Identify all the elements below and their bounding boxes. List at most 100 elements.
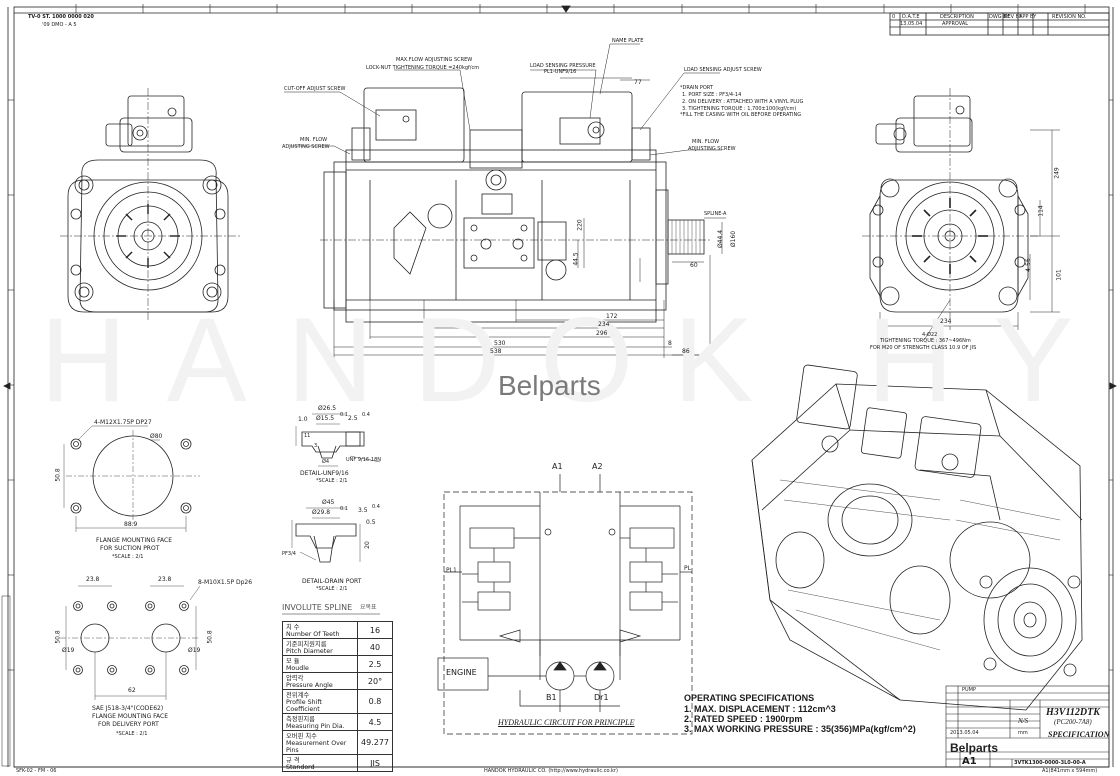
port-pl1: PL1 bbox=[446, 567, 457, 574]
spline-row-kr: 치 수 bbox=[286, 624, 300, 631]
tb-title: SPECIFICATION bbox=[1048, 730, 1110, 739]
tb-model: H3V112DTK bbox=[1046, 707, 1100, 718]
unf-title: DETAIL-UNF9/16 bbox=[300, 470, 349, 477]
rev-date: 13.05.04 bbox=[900, 21, 923, 27]
header-subcode: '09 DMO - A 5 bbox=[42, 22, 77, 28]
spline-row-en: Measurement Over Pins bbox=[286, 740, 347, 754]
pump-side-view bbox=[323, 87, 705, 323]
dim-4-56: 4-56 bbox=[1024, 258, 1032, 272]
tb-model-sub: (PC200-7A8) bbox=[1054, 718, 1092, 726]
drain-d3-5: 3.5 bbox=[358, 507, 368, 514]
footer-left: SFK-02 - FM - 06 bbox=[16, 768, 57, 774]
delivery-flange-diagram bbox=[60, 585, 201, 700]
unf-tol1: 0.1 bbox=[340, 412, 348, 418]
port-a2: A2 bbox=[592, 462, 603, 471]
drain-title: DETAIL-DRAIN PORT bbox=[302, 578, 362, 585]
unf-d15-5: Ø15.5 bbox=[316, 415, 335, 422]
spec-pressure: 3. MAX WORKING PRESSURE : 35(356)MPa(kgf… bbox=[684, 724, 916, 734]
drain-d45: Ø45 bbox=[322, 499, 335, 506]
suction-hole-spec: 4-M12X1.75P DP27 bbox=[94, 419, 152, 426]
tb-part-name: PUMP bbox=[962, 687, 977, 693]
suction-dia: Ø80 bbox=[150, 433, 163, 440]
spline-row-kr: 전위계수 bbox=[286, 692, 310, 699]
dim-296: 296 bbox=[596, 330, 608, 337]
spline-row-value: 4.5 bbox=[357, 713, 393, 731]
drain-note-3: 3. TIGHTENING TORQUE : 1,700±100(kgf/cm) bbox=[682, 106, 797, 112]
drain-pf: PF3/4 bbox=[282, 551, 296, 557]
detail-unf-diagram bbox=[295, 413, 381, 467]
spline-row-en: Pressure Angle bbox=[286, 682, 333, 689]
dim-220: 220 bbox=[576, 219, 584, 231]
unf-thread: UNF 9/16-18N bbox=[346, 457, 381, 463]
dim-234: 234 bbox=[598, 321, 610, 328]
unf-d2-5: 2.5 bbox=[348, 415, 358, 422]
suction-d50-8: 50.8 bbox=[54, 468, 62, 482]
drain-note-4: *FILL THE CASING WITH OIL BEFORE OPERATI… bbox=[680, 112, 802, 118]
pump-right-end-view bbox=[869, 95, 1029, 313]
detail-drain-diagram bbox=[291, 507, 361, 563]
max-flow-label: MAX.FLOW ADJUSTING SCREW bbox=[396, 57, 473, 63]
engine-label: ENGINE bbox=[446, 668, 477, 677]
dim-77: 77 bbox=[634, 79, 642, 86]
dim-114: 114 bbox=[1037, 205, 1045, 217]
dim-172: 172 bbox=[606, 313, 618, 320]
spline-row-kr: 기준피치원지름 bbox=[286, 641, 327, 648]
spline-row-kr: 규 격 bbox=[286, 757, 300, 764]
drain-note-1: 1. PORT SIZE : PF3/4-14 bbox=[682, 92, 742, 98]
rev-date-label: D.A.T.E bbox=[902, 14, 920, 20]
delivery-d19b: Ø19 bbox=[188, 647, 201, 654]
spline-row-kr: 모 듈 bbox=[286, 658, 300, 665]
spec-displacement: 1. MAX. DISPLACEMENT : 112cm^3 bbox=[684, 704, 836, 714]
spline-row-en: Pitch Diameter bbox=[286, 648, 333, 655]
header-code: TV-0 ST. 1000 0000 020 bbox=[28, 14, 94, 20]
dim-60: 60 bbox=[690, 262, 698, 269]
spline-row-value: 20° bbox=[357, 672, 393, 690]
tb-brand: Belparts bbox=[950, 741, 999, 755]
spline-row-kr: 오버핀 치수 bbox=[286, 733, 317, 740]
dim-101: 101 bbox=[1055, 269, 1063, 281]
tightening-label: TIGHTENING TORQUE : 367~496Nm bbox=[880, 338, 971, 344]
operating-specs-title: OPERATING SPECIFICATIONS bbox=[684, 693, 815, 703]
delivery-d50-8b: 50.8 bbox=[206, 630, 214, 644]
spline-title-kr: 요목표 bbox=[360, 604, 377, 611]
dim-44-5: 44.5 bbox=[572, 252, 580, 266]
dim-8: 8 bbox=[668, 340, 672, 347]
spline-row-value: JIS bbox=[357, 754, 393, 772]
drain-d0-5: 0.5 bbox=[366, 519, 376, 526]
min-flow-right-label2: ADJUSTING SCREW bbox=[688, 146, 736, 152]
pl-port-label: PL1-UNF9/16 bbox=[544, 69, 577, 75]
port-b1: B1 bbox=[546, 693, 557, 702]
suction-caption-1: FLANGE MOUNTING FACE bbox=[96, 537, 173, 544]
pump-isometric-view bbox=[751, 364, 1083, 711]
dim-538: 538 bbox=[490, 348, 502, 355]
rev-no: 0 bbox=[892, 14, 896, 20]
dim-160: Ø160 bbox=[730, 230, 738, 248]
watermark: HANDOK HYD bbox=[40, 293, 1120, 427]
rev-dwg-by: DWG BY bbox=[989, 14, 1010, 20]
cut-off-label: CUT-OFF ADJUST SCREW bbox=[284, 86, 346, 92]
tb-scale: N/S bbox=[1018, 717, 1029, 725]
tb-sheet-size: A1 bbox=[962, 756, 977, 767]
bolt-spec-label: 4-Ø22 bbox=[922, 332, 938, 338]
drain-port-heading: *DRAIN PORT bbox=[680, 85, 713, 91]
drain-scale: *SCALE : 2/1 bbox=[316, 586, 348, 592]
spline-row-en: Number Of Teeth bbox=[286, 631, 340, 638]
spline-title: INVOLUTE SPLINE bbox=[282, 603, 353, 612]
min-flow-left-label: MIN. FLOW bbox=[300, 137, 328, 143]
dim-234-right: 234 bbox=[940, 318, 952, 325]
footer-right: A1(841mm x 594mm) bbox=[1042, 768, 1098, 774]
tb-unit: mm bbox=[1018, 730, 1028, 736]
unf-d3: 3 bbox=[314, 443, 318, 449]
rev-rev-by: REV BY bbox=[1004, 14, 1022, 20]
port-dr1: Dr1 bbox=[594, 693, 609, 702]
